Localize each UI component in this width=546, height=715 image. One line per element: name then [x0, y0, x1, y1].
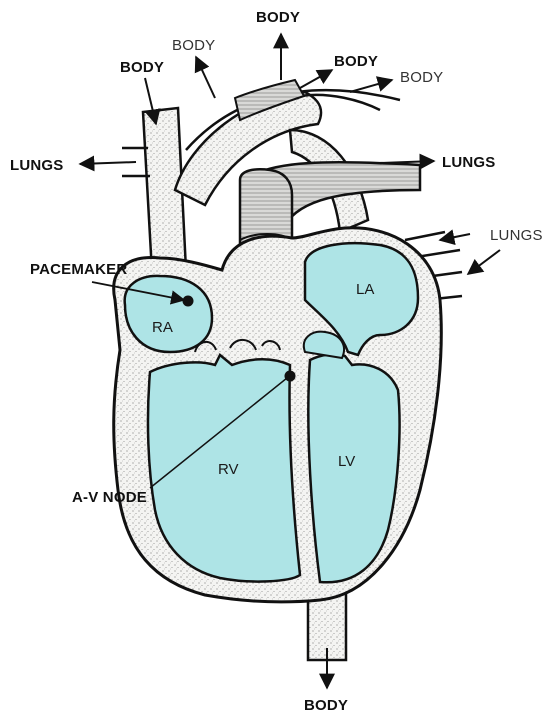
label-body-top-center: BODY [256, 9, 300, 26]
label-lv: LV [338, 453, 355, 470]
arrow-body-top-right-light [350, 80, 392, 92]
heart-body [114, 228, 442, 602]
label-lungs-right-upper: LUNGS [442, 154, 496, 171]
label-ra: RA [152, 319, 173, 336]
label-body-top-right-light: BODY [400, 69, 443, 86]
arrow-lungs-right-lower-b [468, 250, 500, 274]
pacemaker-node [183, 296, 194, 307]
av-node-dot [285, 371, 296, 382]
label-body-bottom: BODY [304, 697, 348, 714]
label-lungs-right-lower: LUNGS [490, 227, 543, 244]
label-body-top-left-bold: BODY [120, 59, 164, 76]
right-atrium [125, 276, 212, 352]
arrow-lungs-right-upper [380, 161, 434, 163]
label-rv: RV [218, 461, 239, 478]
label-body-top-right-bold: BODY [334, 53, 378, 70]
label-pacemaker: PACEMAKER [30, 261, 127, 278]
arrow-body-top-left-light [196, 57, 215, 98]
label-lungs-left: LUNGS [10, 157, 64, 174]
label-av-node: A-V NODE [72, 489, 147, 506]
arrow-body-top-right-bold [300, 70, 332, 88]
arrow-lungs-left [80, 162, 136, 164]
arrow-lungs-right-lower-a [440, 234, 470, 240]
label-la: LA [356, 281, 374, 298]
label-body-top-left-light: BODY [172, 37, 215, 54]
